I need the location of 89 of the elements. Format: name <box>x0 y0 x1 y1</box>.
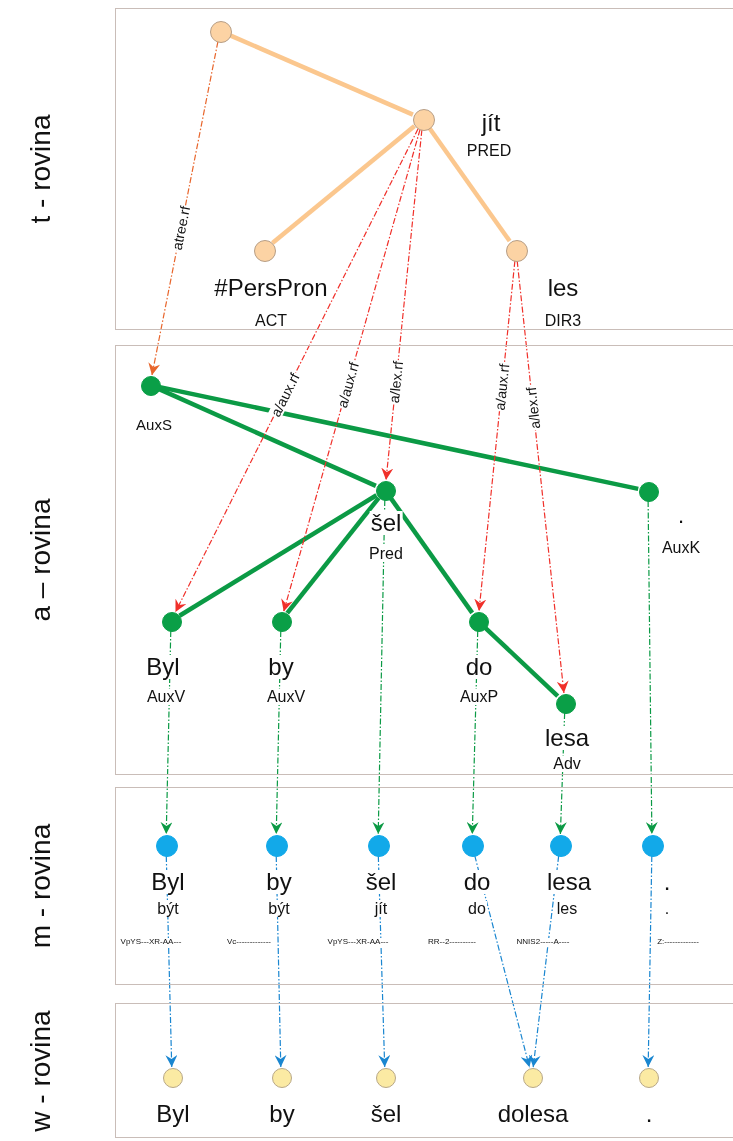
role-label: být <box>156 901 180 917</box>
tree-node-circle <box>642 835 664 857</box>
role-label: AuxP <box>458 689 500 705</box>
tree-node-circle <box>639 482 659 502</box>
reference-arrow <box>645 500 658 835</box>
reference-arrow <box>554 712 567 835</box>
role-label: ACT <box>254 313 288 329</box>
tree-node-circle <box>506 240 528 262</box>
tree-node-circle <box>639 1068 659 1088</box>
word-label: lesa <box>546 870 592 894</box>
tree-node-circle <box>368 835 390 857</box>
reference-arrow <box>148 41 219 376</box>
tree-node-circle <box>376 1068 396 1088</box>
tree-edge <box>427 126 512 243</box>
word-label: šel <box>369 511 403 535</box>
morph-tag: VpYS---XR-AA--- <box>119 938 183 946</box>
role-label: AuxK <box>660 540 702 556</box>
tree-node-circle <box>141 376 161 396</box>
word-label: by <box>265 870 293 894</box>
reference-arrow <box>377 855 391 1068</box>
reference-arrow <box>174 128 419 613</box>
tree-edge <box>229 33 414 117</box>
tree-node-circle <box>272 612 292 632</box>
word-label: Byl <box>150 870 186 894</box>
reference-arrow <box>474 260 516 612</box>
word-label: jít <box>480 111 502 135</box>
layer-heading: a – rovina <box>25 498 57 622</box>
tree-edge <box>285 496 381 615</box>
tree-edge <box>158 387 377 488</box>
tree-node-circle <box>210 21 232 43</box>
role-label: do <box>467 901 487 917</box>
tree-node-circle <box>376 481 396 501</box>
reference-arrow <box>642 855 655 1068</box>
tree-node-circle <box>523 1068 543 1088</box>
reference-arrow <box>466 630 479 835</box>
morph-tag: NNIS2-----A---- <box>515 938 571 946</box>
layer-heading: t - rovina <box>25 114 57 224</box>
edge-label: a/lex.rf <box>386 359 406 405</box>
reference-arrow <box>381 129 423 481</box>
tree-node-circle <box>266 835 288 857</box>
word-label: Byl <box>145 655 181 679</box>
edge-label: a/lex.rf <box>523 385 543 431</box>
word-label: by <box>268 1102 296 1126</box>
reference-arrow <box>372 499 386 835</box>
tree-node-circle <box>413 109 435 131</box>
word-label: by <box>267 655 295 679</box>
tree-node-circle <box>272 1068 292 1088</box>
tree-node-circle <box>162 612 182 632</box>
edge-label: a/aux.rf <box>492 362 512 412</box>
tree-node-circle <box>254 240 276 262</box>
morph-tag: VpYS---XR-AA--- <box>326 938 390 946</box>
tree-edge <box>159 384 639 492</box>
tree-node-circle <box>550 835 572 857</box>
role-label: AuxV <box>145 689 187 705</box>
tree-node-circle <box>462 835 484 857</box>
reference-arrow <box>274 855 287 1068</box>
reference-arrow <box>528 855 560 1068</box>
word-label: lesa <box>544 726 590 750</box>
tree-node-circle <box>469 612 489 632</box>
tree-edge <box>271 124 416 245</box>
role-label: AuxV <box>265 689 307 705</box>
tree-edge <box>388 496 475 615</box>
layer-heading: m - rovina <box>25 823 57 949</box>
role-label: Adv <box>552 756 582 772</box>
word-label: šel <box>364 870 398 894</box>
reference-arrow <box>165 855 178 1068</box>
tree-node-circle <box>556 694 576 714</box>
reference-arrow <box>281 129 421 612</box>
word-label: do <box>464 655 494 679</box>
morph-tag: Z:------------- <box>656 938 700 946</box>
role-label: být <box>267 901 291 917</box>
tree-node-circle <box>156 835 178 857</box>
reference-arrow <box>474 855 533 1068</box>
word-label: Byl <box>155 1102 191 1126</box>
tree-node-circle <box>163 1068 183 1088</box>
morph-tag: Vc------------- <box>226 938 272 946</box>
layer-heading: w - rovina <box>25 1009 57 1132</box>
role-label: Pred <box>368 546 404 562</box>
role-label: jít <box>373 901 389 917</box>
reference-arrow <box>160 630 173 835</box>
reference-arrow <box>516 260 569 694</box>
morph-tag: RR--2---------- <box>427 938 477 946</box>
reference-arrow <box>270 630 283 835</box>
tree-edge <box>178 493 378 618</box>
tree-edge <box>483 626 560 698</box>
role-label: PRED <box>465 143 513 159</box>
role-label: les <box>555 901 579 917</box>
word-label: do <box>462 870 492 894</box>
role-label: DIR3 <box>543 313 583 329</box>
